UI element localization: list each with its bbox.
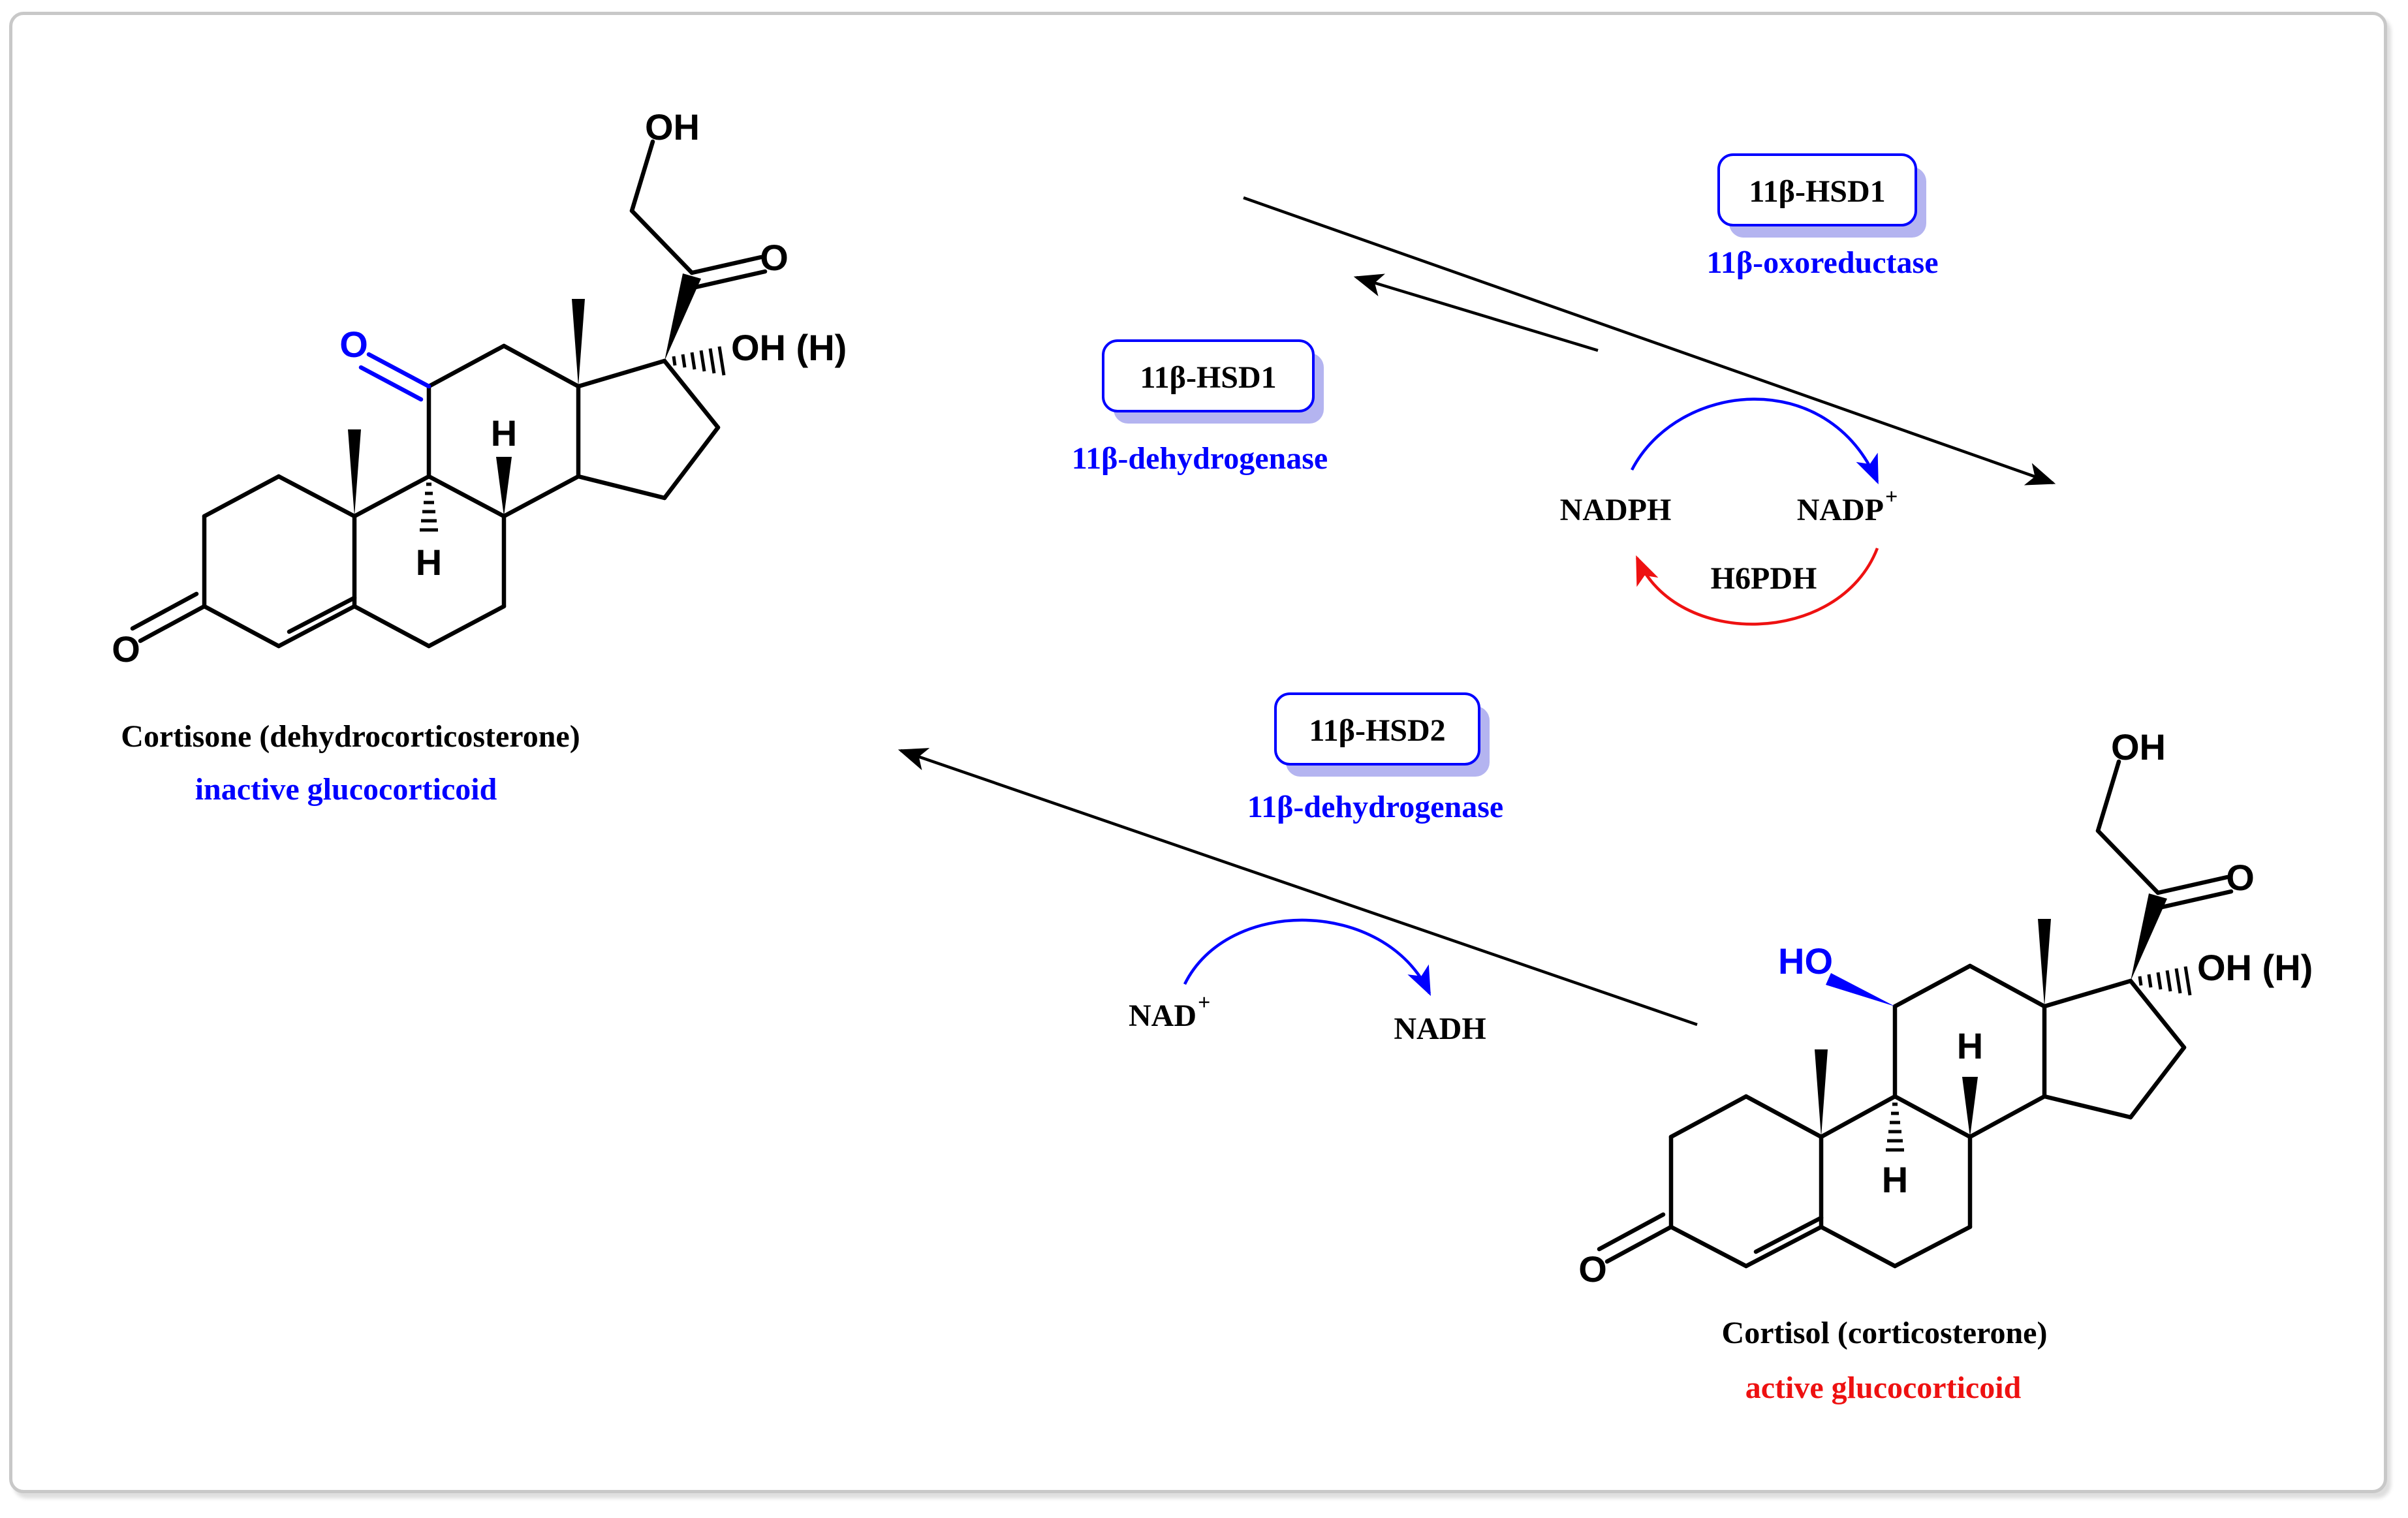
h6pdh-regeneration-arrow — [1635, 548, 1879, 626]
cortisone-oh-17: OH (H) — [731, 327, 847, 368]
enzyme-activity-hsd1-dehydrogenase: 11β-dehydrogenase — [1072, 441, 1328, 476]
cortisol-h-8: H — [1957, 1025, 1983, 1066]
cortisone-h-8: H — [491, 412, 517, 454]
cortisone-o-11: O — [339, 324, 368, 365]
cortisone-structure: OH O OH (H) O H H O — [112, 106, 847, 670]
enzyme-label-hsd1-reductase: 11β-HSD1 — [1749, 174, 1885, 209]
cofactor-nad-charge: + — [1198, 991, 1210, 1015]
cortisol-o-3: O — [1578, 1248, 1607, 1290]
cortisone-h-9: H — [416, 542, 442, 583]
enzyme-box-hsd1-reductase: 11β-HSD1 — [1717, 153, 1926, 238]
diagram-frame — [9, 12, 2387, 1493]
enzyme-box-hsd2: 11β-HSD2 — [1274, 692, 1490, 777]
cofactor-nadh: NADH — [1394, 1012, 1486, 1046]
cortisol-h-9: H — [1882, 1159, 1908, 1200]
enzyme-activity-hsd2-dehydrogenase: 11β-dehydrogenase — [1247, 790, 1503, 824]
cofactor-nadph: NADPH — [1560, 493, 1672, 527]
nadph-oxidation-arrow — [1631, 397, 1879, 485]
hsd1-dehydrogenase-arrow — [1353, 273, 1599, 352]
cortisone-role: inactive glucocorticoid — [195, 772, 497, 807]
cofactor-nad: NAD — [1129, 999, 1196, 1033]
enzyme-label-hsd2: 11β-HSD2 — [1309, 713, 1445, 748]
enzyme-label-hsd1-dehydrogenase: 11β-HSD1 — [1140, 360, 1276, 395]
cortisol-ho-11: HO — [1778, 940, 1833, 982]
cortisol-oh-top: OH — [2111, 726, 2166, 767]
cortisone-o-20: O — [760, 237, 789, 278]
cortisol-o-20: O — [2226, 857, 2255, 898]
cortisol-role: active glucocorticoid — [1745, 1371, 2022, 1405]
cortisone-o-3: O — [112, 628, 140, 670]
cortisol-structure: OH O OH (H) HO H H O — [1578, 726, 2313, 1290]
cofactor-nadp: NADP — [1797, 493, 1884, 527]
hsd2-dehydrogenase-arrow — [898, 748, 1698, 1027]
reduction-arrow — [1243, 196, 2056, 486]
cortisone-name: Cortisone (dehydrocorticosterone) — [121, 719, 580, 754]
cortisol-oh-17: OH (H) — [2197, 947, 2313, 988]
enzyme-h6pdh: H6PDH — [1711, 561, 1817, 596]
cortisol-name: Cortisol (corticosterone) — [1722, 1316, 2048, 1350]
enzyme-box-hsd1-dehydrogenase: 11β-HSD1 — [1102, 339, 1324, 424]
nad-reduction-arrow — [1183, 918, 1431, 997]
enzyme-activity-oxoreductase: 11β-oxoreductase — [1706, 245, 1938, 280]
cofactor-nadp-charge: + — [1885, 485, 1898, 509]
cortisone-oh-top: OH — [645, 106, 700, 147]
